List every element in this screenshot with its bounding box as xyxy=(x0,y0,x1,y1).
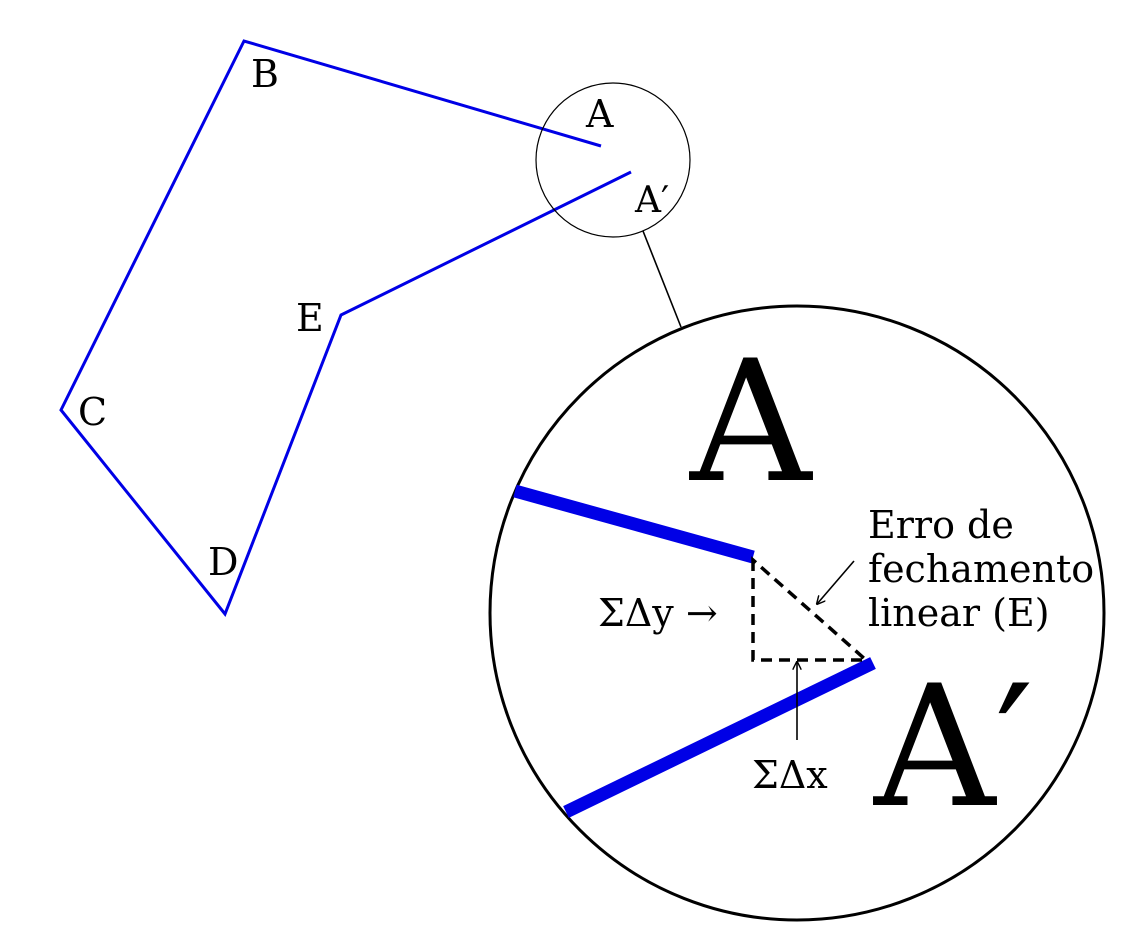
closure-error-line-3: linear (E) xyxy=(868,591,1050,635)
magnifier-connector xyxy=(642,230,682,328)
magnifier-small-circle xyxy=(535,82,691,238)
vertex-label-e: E xyxy=(296,296,324,340)
closure-error-triangle xyxy=(751,556,871,662)
sum-dy-label: ΣΔy → xyxy=(598,591,718,635)
vertex-label-a: A xyxy=(585,92,614,136)
closure-error-line-2: fechamento xyxy=(868,547,1094,591)
vertex-label-d: D xyxy=(208,540,238,584)
zoom-label-a-prime: A′ xyxy=(873,649,1033,845)
closure-error-line-1: Erro de xyxy=(868,503,1014,547)
zoom-label-a: A xyxy=(689,324,813,520)
closure-error-arrow xyxy=(817,560,855,604)
vertex-label-c: C xyxy=(78,390,107,434)
closure-error-label: Erro de fechamento linear (E) xyxy=(868,503,1106,635)
vertex-label-a-prime: A′ xyxy=(634,180,669,221)
traverse-line-a-b-c xyxy=(59,39,632,617)
zoom-segment-ea-prime xyxy=(563,657,876,818)
sum-dx-label: ΣΔx xyxy=(752,753,828,797)
zoom-segment-ab xyxy=(513,484,755,564)
zoom-large-circle xyxy=(488,304,1106,922)
vertex-label-b: B xyxy=(251,52,279,96)
